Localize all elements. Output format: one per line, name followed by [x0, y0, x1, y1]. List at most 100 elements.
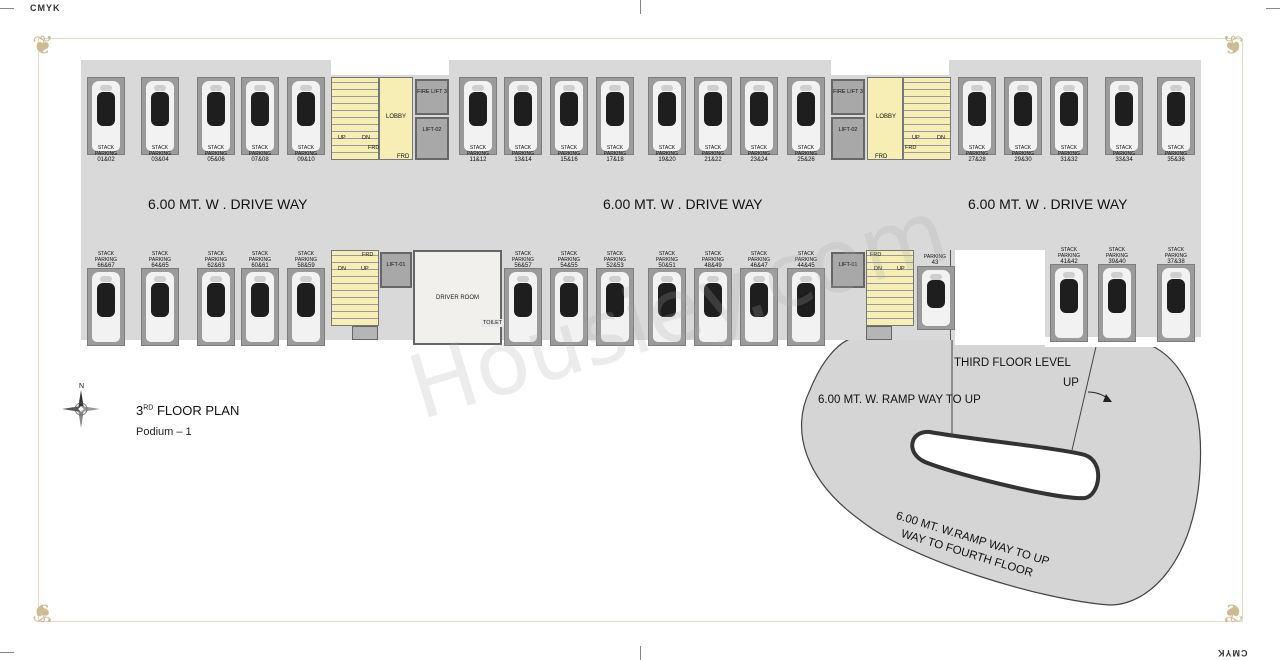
stair-dn-label: DN [338, 266, 346, 272]
staircase [903, 77, 951, 160]
duct [352, 326, 378, 340]
driveway-label: 6.00 MT. W . DRIVE WAY [968, 196, 1128, 212]
parking-bay [141, 77, 179, 155]
parking-bay [958, 77, 996, 155]
stair-dn-label: DN [937, 135, 945, 141]
parking-bay [694, 268, 732, 346]
driveway-label: 6.00 MT. W . DRIVE WAY [603, 196, 763, 212]
duct [866, 326, 892, 340]
parking-bay [241, 268, 279, 346]
parking-bay [87, 77, 125, 155]
parking-bay [141, 268, 179, 346]
parking-bay [197, 77, 235, 155]
parking-bay [197, 268, 235, 346]
parking-bay [648, 268, 686, 346]
staircase [866, 250, 914, 326]
frd-label: FRD [870, 252, 882, 258]
plan-subtitle: Podium – 1 [136, 426, 192, 438]
ramp-level-line [1071, 337, 1099, 451]
lobby: LOBBY FRD [379, 77, 413, 160]
parking-bay [241, 77, 279, 155]
parking-bay-43 [917, 266, 955, 330]
ornament-icon: ❦ [32, 598, 54, 628]
frd-label: FRD [368, 145, 380, 151]
staircase [331, 77, 379, 160]
frd-label: FRD [905, 145, 917, 151]
parking-bay [1157, 77, 1195, 155]
parking-bay [694, 77, 732, 155]
compass-north-label: N [79, 383, 85, 390]
lift-01: LIFT-01 [831, 252, 865, 288]
parking-bay [1050, 264, 1088, 342]
frd-label: FRD [362, 252, 374, 258]
ornament-icon: ❦ [32, 30, 54, 60]
parking-bay [504, 77, 542, 155]
lift-01: LIFT-01 [380, 252, 412, 288]
fire-lift: FIRE LIFT 3 [415, 79, 449, 115]
fire-lift: FIRE LIFT 3 [831, 79, 865, 115]
arrow-head-icon [1103, 394, 1112, 402]
third-floor-level-label: THIRD FLOOR LEVEL [954, 357, 1071, 369]
parking-bay [787, 268, 825, 346]
plan-title: 3RD FLOOR PLAN [136, 403, 240, 418]
lift-02: LIFT-02 [831, 117, 865, 160]
stair-up-label: UP [361, 266, 369, 272]
cmyk-mark-bottom: CMYK [1217, 648, 1248, 658]
parking-bay [550, 268, 588, 346]
parking-bay [87, 268, 125, 346]
crop-mark [0, 8, 14, 9]
parking-bay [596, 77, 634, 155]
parking-bay [740, 77, 778, 155]
slab-cutout [955, 250, 1045, 345]
crop-mark [1266, 8, 1280, 9]
parking-bay [648, 77, 686, 155]
crop-mark [640, 646, 641, 660]
crop-mark [640, 0, 641, 14]
parking-bay [287, 77, 325, 155]
lobby: LOBBY FRD [867, 77, 903, 160]
ornament-icon: ❦ [1222, 30, 1244, 60]
ramp-island [910, 429, 1101, 501]
parking-bay [550, 77, 588, 155]
ramp-way-up-label: 6.00 MT. W. RAMP WAY TO UP [818, 394, 981, 406]
ramp-drawing [801, 337, 1202, 606]
parking-bay [1004, 77, 1042, 155]
driveway-label: 6.00 MT. W . DRIVE WAY [148, 196, 308, 212]
parking-bay [596, 268, 634, 346]
stair-up-label: UP [912, 135, 920, 141]
ramp-up-label: UP [1063, 377, 1079, 389]
parking-bay [740, 268, 778, 346]
stair-up-label: UP [338, 135, 346, 141]
compass-rose-icon [62, 390, 100, 428]
stair-up-label: UP [897, 266, 905, 272]
driver-room: DRIVER ROOM [413, 250, 502, 345]
slab-cutout [1045, 337, 1205, 347]
parking-bay [1157, 264, 1195, 342]
